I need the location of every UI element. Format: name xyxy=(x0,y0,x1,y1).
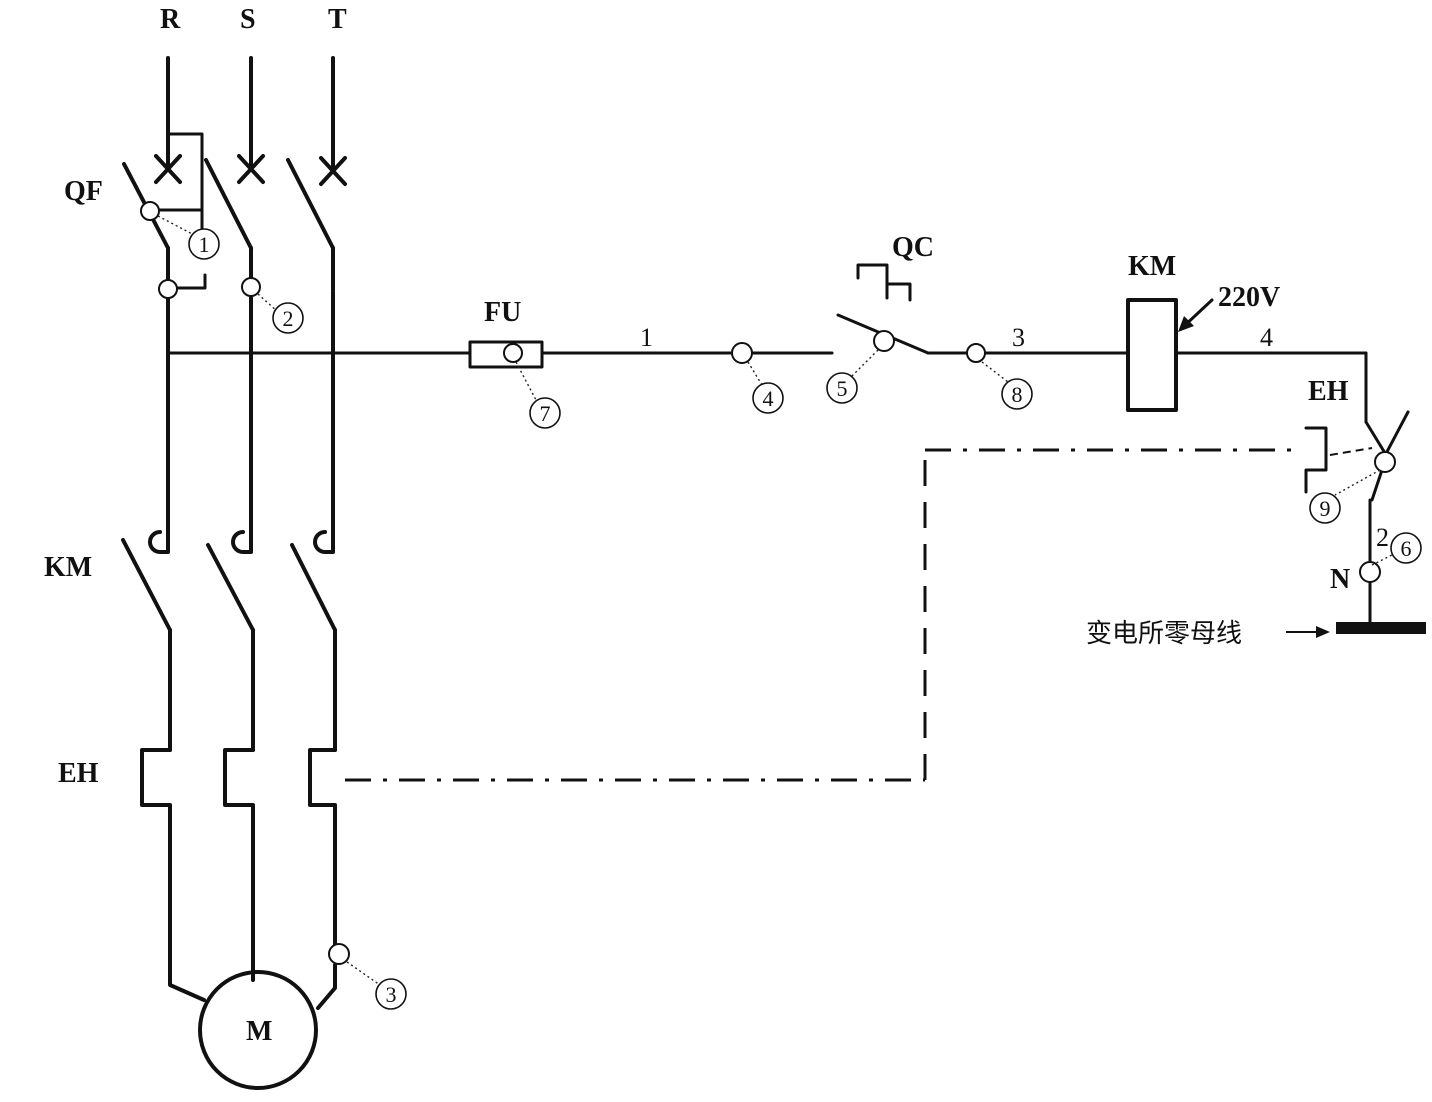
main-phase-lines xyxy=(148,290,335,554)
km-main-label: KM xyxy=(44,552,92,583)
voltage-label: 220V xyxy=(1218,282,1280,313)
svg-text:3: 3 xyxy=(386,982,397,1007)
point-marker-7: 7 xyxy=(529,397,561,429)
km-coil-label: KM xyxy=(1128,251,1176,282)
svg-text:1: 1 xyxy=(199,232,210,257)
svg-text:7: 7 xyxy=(540,401,551,426)
incoming-lines xyxy=(166,56,335,172)
motor-label: M xyxy=(246,1016,272,1047)
terminal-nodes xyxy=(140,201,1396,965)
neutral-label: N xyxy=(1330,564,1350,595)
wire-number-3: 3 xyxy=(1012,323,1025,352)
phase-s-label: S xyxy=(240,4,256,35)
point-marker-8: 8 xyxy=(1001,378,1033,410)
qc-label: QC xyxy=(892,232,934,263)
svg-text:8: 8 xyxy=(1012,382,1023,407)
point-leaders xyxy=(157,215,1399,986)
km-main-contacts xyxy=(121,538,337,752)
motor: M xyxy=(198,970,318,1090)
svg-text:5: 5 xyxy=(837,376,848,401)
svg-text:9: 9 xyxy=(1320,496,1331,521)
point-marker-4: 4 xyxy=(752,382,784,414)
phase-r-label: R xyxy=(160,4,181,35)
neutral-bus-bar xyxy=(1336,622,1426,634)
km-coil xyxy=(1126,298,1178,412)
control-circuit xyxy=(166,263,1426,638)
point-marker-9: 9 xyxy=(1309,492,1341,524)
neutral-bus-label: 变电所零母线 xyxy=(1086,619,1242,649)
eh-main-label: EH xyxy=(58,758,99,789)
wire-number-1: 1 xyxy=(640,323,653,352)
point-marker-3: 3 xyxy=(375,978,407,1010)
point-marker-2: 2 xyxy=(272,302,304,334)
point-marker-6: 6 xyxy=(1390,532,1422,564)
svg-text:4: 4 xyxy=(763,386,774,411)
qf-label: QF xyxy=(64,176,103,207)
phase-t-label: T xyxy=(328,4,347,35)
fu-label: FU xyxy=(484,297,521,328)
point-marker-1: 1 xyxy=(188,228,220,260)
wire-number-4: 4 xyxy=(1260,323,1273,352)
svg-text:2: 2 xyxy=(283,306,294,331)
wire-number-2: 2 xyxy=(1376,523,1389,552)
eh-mechanical-link xyxy=(345,447,1373,782)
point-marker-5: 5 xyxy=(826,372,858,404)
eh-thermal-elements xyxy=(140,748,337,1010)
eh-aux-label: EH xyxy=(1308,376,1349,407)
svg-text:6: 6 xyxy=(1401,536,1412,561)
